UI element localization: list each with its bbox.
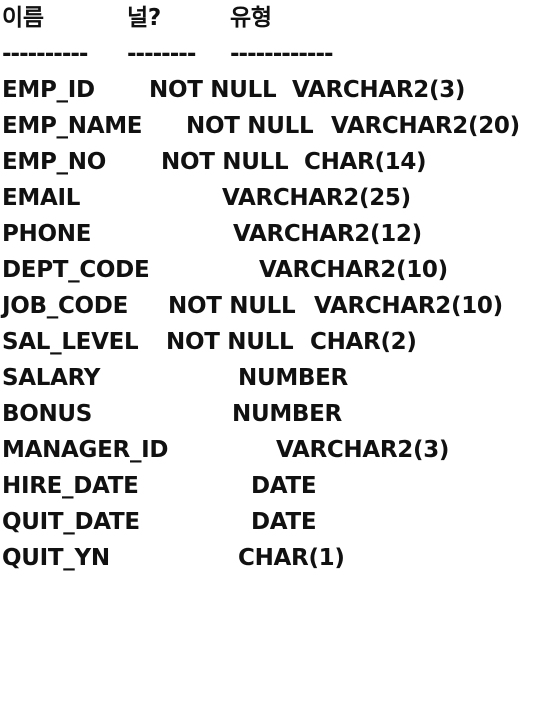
column-name: JOB_CODE: [2, 293, 128, 319]
table-row: QUIT_DATE DATE: [0, 504, 559, 540]
column-name: BONUS: [2, 401, 93, 427]
column-name: HIRE_DATE: [2, 473, 139, 499]
table-row: QUIT_YN CHAR(1): [0, 540, 559, 576]
column-type: NUMBER: [232, 401, 342, 427]
column-type: VARCHAR2(25): [222, 185, 411, 211]
column-name: QUIT_YN: [2, 545, 110, 571]
table-row: BONUS NUMBER: [0, 396, 559, 432]
column-name: SAL_LEVEL: [2, 329, 139, 355]
table-row: SAL_LEVEL NOT NULL CHAR(2): [0, 324, 559, 360]
column-name: SALARY: [2, 365, 101, 391]
column-nullable: NOT NULL: [186, 113, 314, 139]
separator-name: ----------: [2, 41, 88, 67]
column-type: VARCHAR2(12): [233, 221, 422, 247]
table-row: JOB_CODE NOT NULL VARCHAR2(10): [0, 288, 559, 324]
table-row: HIRE_DATE DATE: [0, 468, 559, 504]
column-type: VARCHAR2(10): [314, 293, 503, 319]
separator-type: ------------: [230, 41, 334, 67]
header-name-label: 이름: [2, 5, 44, 31]
column-type: NUMBER: [238, 365, 348, 391]
table-row: MANAGER_ID VARCHAR2(3): [0, 432, 559, 468]
header-null-label: 널?: [127, 5, 161, 31]
column-name: EMP_NO: [2, 149, 106, 175]
table-row: EMP_NAME NOT NULL VARCHAR2(20): [0, 108, 559, 144]
column-name: EMP_NAME: [2, 113, 143, 139]
column-name: DEPT_CODE: [2, 257, 150, 283]
column-name: EMP_ID: [2, 77, 95, 103]
column-name: MANAGER_ID: [2, 437, 169, 463]
column-type: VARCHAR2(3): [276, 437, 450, 463]
column-nullable: NOT NULL: [161, 149, 289, 175]
column-name: QUIT_DATE: [2, 509, 140, 535]
column-type: CHAR(14): [304, 149, 427, 175]
column-nullable: NOT NULL: [149, 77, 277, 103]
column-type: DATE: [251, 509, 317, 535]
table-row: DEPT_CODE VARCHAR2(10): [0, 252, 559, 288]
column-nullable: NOT NULL: [168, 293, 296, 319]
table-row: EMP_ID NOT NULL VARCHAR2(3): [0, 72, 559, 108]
table-row: EMP_NO NOT NULL CHAR(14): [0, 144, 559, 180]
column-name: EMAIL: [2, 185, 81, 211]
separator-row: ---------- -------- ------------: [0, 36, 559, 72]
column-name: PHONE: [2, 221, 92, 247]
column-nullable: NOT NULL: [166, 329, 294, 355]
column-type: VARCHAR2(3): [292, 77, 466, 103]
table-row: PHONE VARCHAR2(12): [0, 216, 559, 252]
table-row: SALARY NUMBER: [0, 360, 559, 396]
column-type: VARCHAR2(10): [259, 257, 448, 283]
column-type: VARCHAR2(20): [331, 113, 520, 139]
column-type: CHAR(1): [238, 545, 345, 571]
describe-output: 이름 널? 유형 ---------- -------- -----------…: [0, 0, 559, 576]
header-type-label: 유형: [230, 5, 272, 31]
column-type: CHAR(2): [310, 329, 417, 355]
header-row: 이름 널? 유형: [0, 0, 559, 36]
table-row: EMAIL VARCHAR2(25): [0, 180, 559, 216]
column-type: DATE: [251, 473, 317, 499]
separator-null: --------: [127, 41, 196, 67]
